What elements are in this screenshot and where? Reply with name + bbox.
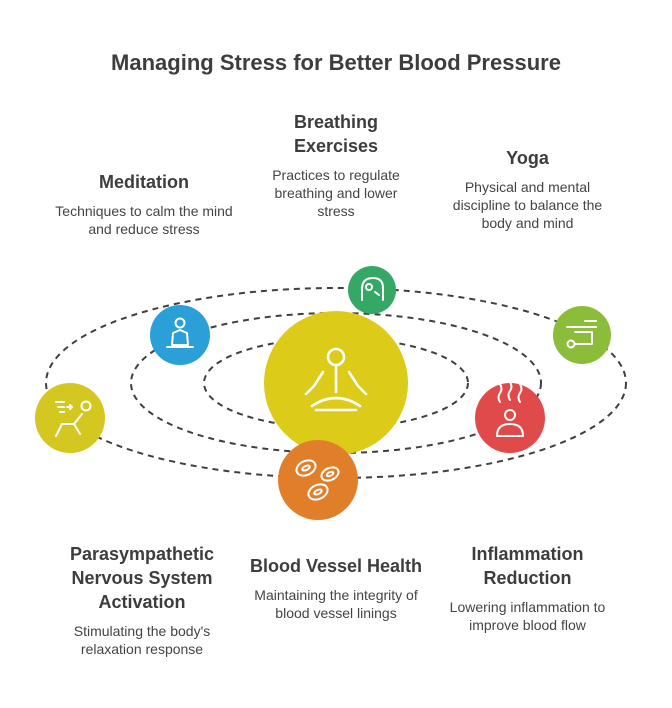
meditation-title: Meditation xyxy=(99,172,189,192)
inflammation-node xyxy=(475,381,545,453)
inflammation-desc: Lowering inflammation to improve blood f… xyxy=(449,599,606,633)
blood-vessel-node xyxy=(278,440,358,520)
blood-vessel-desc: Maintaining the integrity of blood vesse… xyxy=(254,587,418,621)
yoga-label: Yoga Physical and mental discipline to b… xyxy=(440,146,615,232)
head-breathing-icon xyxy=(361,277,384,301)
yoga-pose-icon xyxy=(566,320,597,349)
center-meditation-icon xyxy=(304,347,368,412)
parasympathetic-desc: Stimulating the body's relaxation respon… xyxy=(73,623,211,657)
diagram-title: Managing Stress for Better Blood Pressur… xyxy=(111,50,561,75)
meditation-label: Meditation Techniques to calm the mind a… xyxy=(54,170,234,238)
inflammation-label: Inflammation Reduction Lowering inflamma… xyxy=(440,542,615,634)
person-heat-icon xyxy=(496,381,524,437)
blood-cells-icon xyxy=(295,459,340,501)
relaxing-person-icon xyxy=(55,400,92,437)
breathing-node xyxy=(348,266,396,314)
meditating-person-icon xyxy=(166,317,194,348)
inflammation-title: Inflammation Reduction xyxy=(471,544,584,588)
blood-vessel-label: Blood Vessel Health Maintaining the inte… xyxy=(246,554,426,622)
parasympathetic-node xyxy=(35,383,105,453)
yoga-node xyxy=(553,306,611,364)
blood-vessel-title: Blood Vessel Health xyxy=(249,556,423,576)
parasympathetic-label: Parasympathetic Nervous System Activatio… xyxy=(52,542,232,658)
parasympathetic-title: Parasympathetic Nervous System Activatio… xyxy=(69,544,215,612)
center-node xyxy=(264,311,408,455)
breathing-title: Breathing Exercises xyxy=(293,112,379,156)
yoga-desc: Physical and mental discipline to balanc… xyxy=(452,179,603,231)
breathing-label: Breathing Exercises Practices to regulat… xyxy=(256,110,416,220)
yoga-title: Yoga xyxy=(506,148,549,168)
breathing-desc: Practices to regulate breathing and lowe… xyxy=(272,167,400,219)
meditation-desc: Techniques to calm the mind and reduce s… xyxy=(55,203,233,237)
meditation-node xyxy=(150,305,210,365)
